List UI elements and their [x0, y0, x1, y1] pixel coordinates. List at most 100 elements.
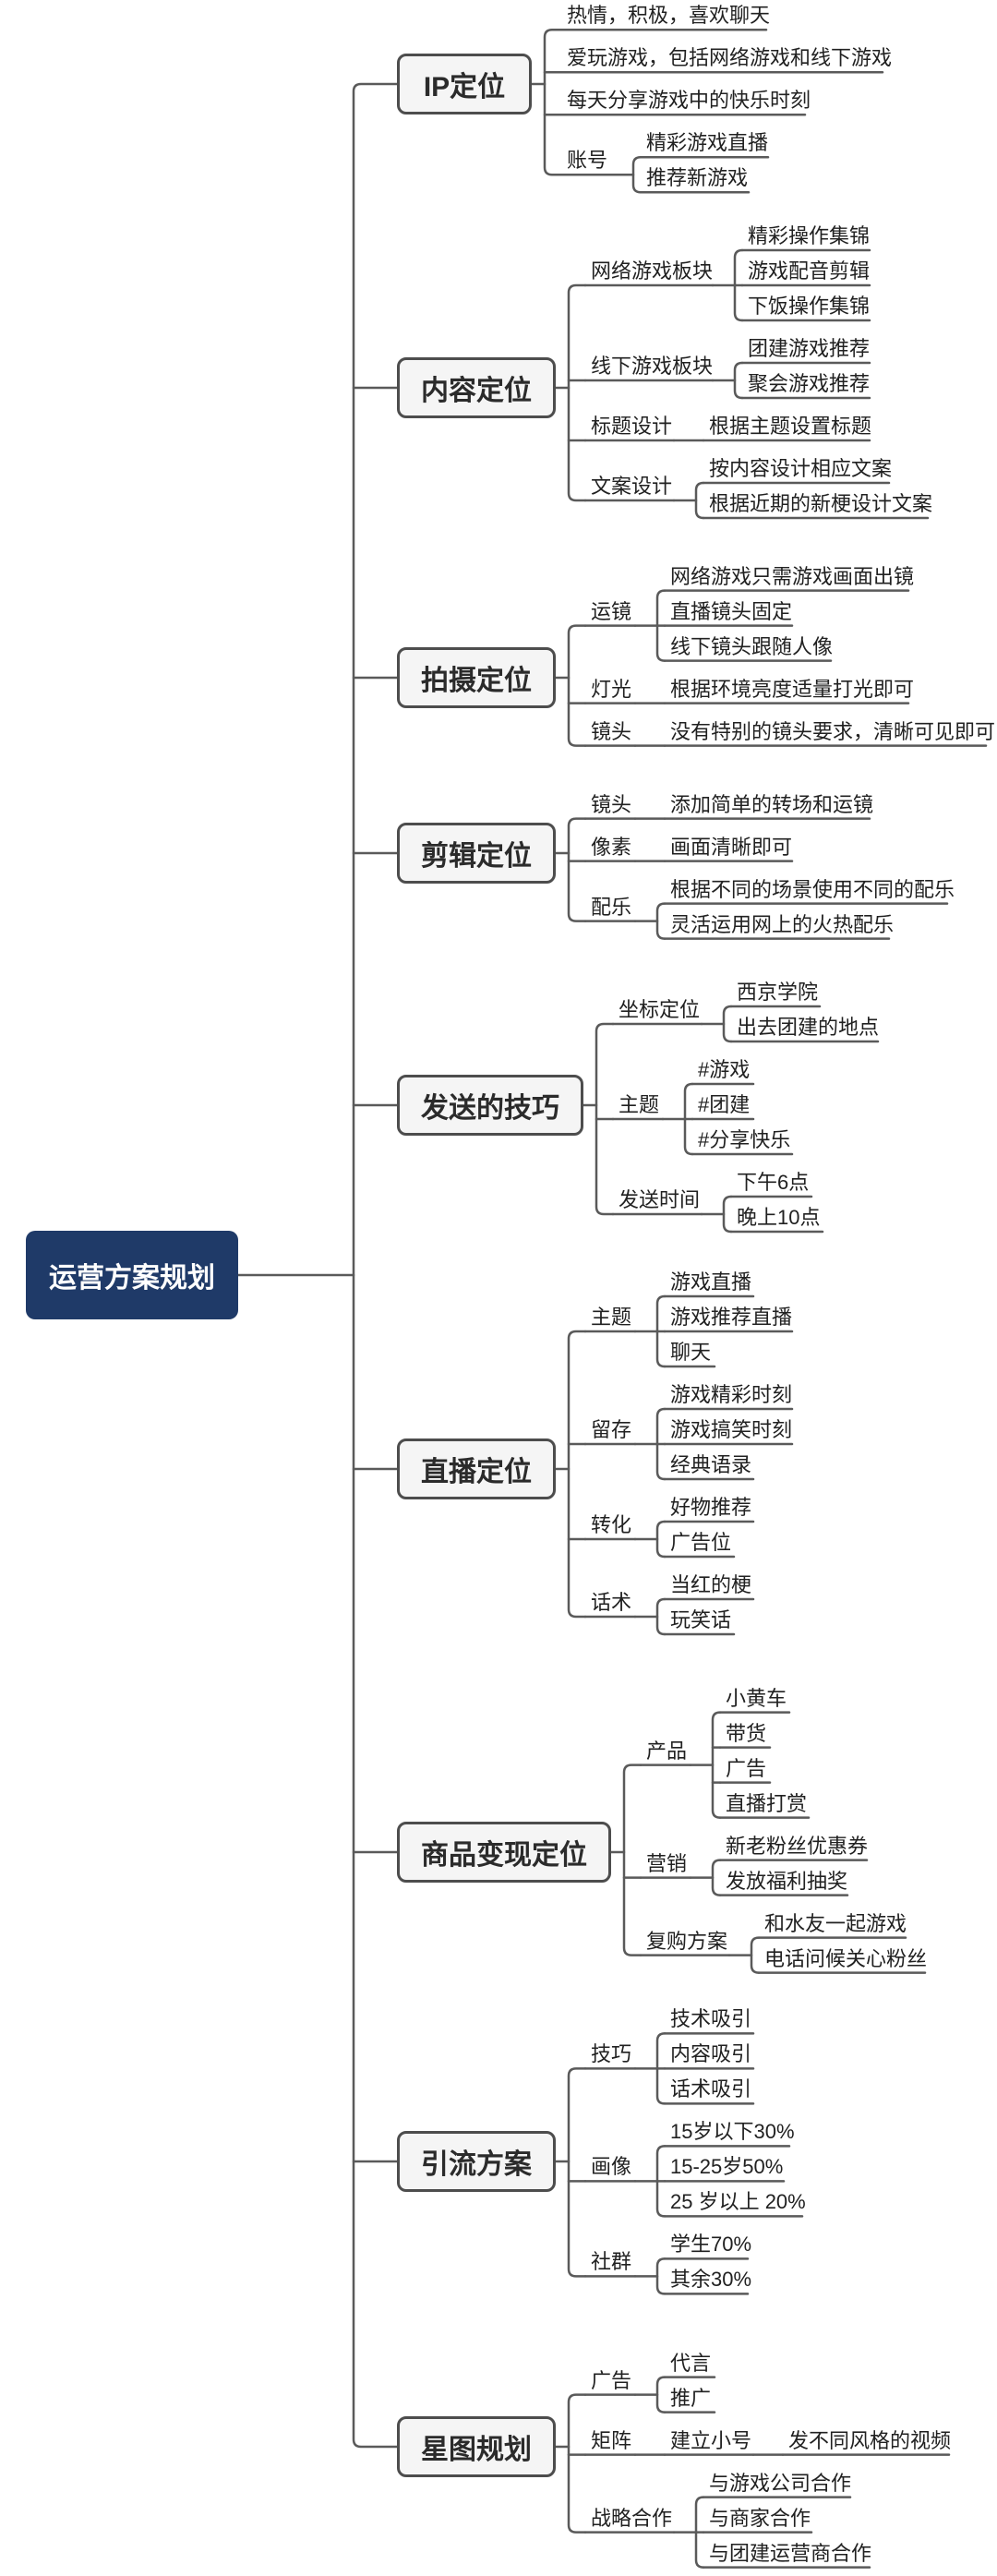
topic-leaf[interactable]: 学生70%	[670, 2233, 752, 2257]
topic-leaf[interactable]: #分享快乐	[698, 1128, 791, 1151]
topic-leaf[interactable]: 出去团建的地点	[737, 1016, 880, 1039]
topic-label[interactable]: 坐标定位	[619, 998, 701, 1021]
topic-leaf[interactable]: 团建游戏推荐	[748, 337, 871, 360]
topic-label[interactable]: 产品	[646, 1739, 688, 1763]
topic-leaf[interactable]: 游戏配音剪辑	[748, 259, 871, 283]
topic-leaf[interactable]: 聚会游戏推荐	[748, 372, 871, 395]
topic-leaf[interactable]: 玩笑话	[670, 1608, 732, 1631]
topic-leaf[interactable]: 精彩操作集锦	[748, 224, 871, 247]
topic-label[interactable]: 像素	[591, 835, 632, 859]
topic-leaf[interactable]: 灵活运用网上的火热配乐	[670, 912, 895, 936]
branch-topic-9[interactable]: 星图规划	[397, 2416, 556, 2477]
branch-topic-3[interactable]: 拍摄定位	[397, 647, 556, 708]
topic-label[interactable]: 标题设计	[591, 415, 673, 438]
topic-leaf[interactable]: 画面清晰即可	[670, 835, 793, 859]
topic-label[interactable]: 网络游戏板块	[591, 259, 714, 283]
topic-leaf[interactable]: 和水友一起游戏	[764, 1911, 907, 1935]
topic-leaf[interactable]: 添加简单的转场和运镜	[670, 792, 874, 816]
topic-label[interactable]: 建立小号	[670, 2428, 752, 2452]
topic-leaf[interactable]: 代言	[670, 2351, 712, 2375]
topic-label[interactable]: 主题	[619, 1093, 660, 1116]
topic-label[interactable]: 账号	[567, 149, 608, 173]
topic-leaf[interactable]: 每天分享游戏中的快乐时刻	[567, 89, 811, 113]
topic-leaf[interactable]: 西京学院	[737, 981, 819, 1004]
topic-leaf[interactable]: #团建	[698, 1093, 751, 1116]
topic-leaf[interactable]: #游戏	[698, 1058, 751, 1081]
topic-leaf[interactable]: 25 岁以上 20%	[670, 2190, 806, 2214]
topic-leaf[interactable]: 经典语录	[670, 1453, 752, 1476]
topic-leaf[interactable]: 热情，积极，喜欢聊天	[567, 4, 771, 28]
topic-leaf[interactable]: 与团建运营商合作	[709, 2541, 872, 2565]
topic-leaf[interactable]: 聊天	[670, 1341, 712, 1364]
topic-leaf[interactable]: 直播打赏	[726, 1791, 808, 1815]
topic-label[interactable]: 广告	[591, 2368, 632, 2392]
topic-label[interactable]: 技巧	[591, 2042, 632, 2066]
branch-topic-4[interactable]: 剪辑定位	[397, 823, 556, 884]
topic-leaf[interactable]: 内容吸引	[670, 2042, 752, 2066]
topic-label[interactable]: 配乐	[591, 895, 632, 919]
topic-label[interactable]: 转化	[591, 1513, 632, 1536]
topic-leaf[interactable]: 与商家合作	[709, 2506, 811, 2530]
topic-leaf[interactable]: 根据不同的场景使用不同的配乐	[670, 877, 955, 901]
topic-label[interactable]: 灯光	[591, 677, 632, 701]
topic-label[interactable]: 矩阵	[591, 2428, 632, 2452]
topic-leaf[interactable]: 电话问候关心粉丝	[764, 1946, 928, 1970]
topic-leaf[interactable]: 推荐新游戏	[646, 166, 749, 190]
topic-label[interactable]: 主题	[591, 1306, 632, 1329]
topic-leaf[interactable]: 推广	[670, 2386, 712, 2410]
topic-label[interactable]: 运镜	[591, 599, 632, 623]
topic-leaf[interactable]: 线下镜头跟随人像	[670, 634, 834, 658]
topic-leaf[interactable]: 15岁以下30%	[670, 2120, 795, 2144]
topic-leaf[interactable]: 游戏精彩时刻	[670, 1383, 793, 1406]
branch-topic-5[interactable]: 发送的技巧	[397, 1075, 583, 1136]
topic-leaf[interactable]: 小黄车	[726, 1686, 787, 1710]
topic-leaf[interactable]: 根据环境亮度适量打光即可	[670, 677, 915, 701]
topic-label[interactable]: 留存	[591, 1418, 632, 1441]
branch-topic-2[interactable]: 内容定位	[397, 357, 556, 418]
topic-leaf[interactable]: 下午6点	[737, 1171, 810, 1194]
topic-label[interactable]: 战略合作	[591, 2506, 673, 2530]
topic-leaf[interactable]: 游戏搞笑时刻	[670, 1418, 793, 1441]
topic-leaf[interactable]: 按内容设计相应文案	[709, 457, 893, 480]
topic-leaf[interactable]: 精彩游戏直播	[646, 131, 769, 155]
root-topic[interactable]: 运营方案规划	[26, 1231, 238, 1319]
topic-label[interactable]: 复购方案	[646, 1929, 728, 1953]
topic-leaf[interactable]: 当红的梗	[670, 1573, 752, 1596]
topic-leaf[interactable]: 下饭操作集锦	[748, 295, 871, 318]
topic-label[interactable]: 营销	[646, 1851, 688, 1875]
topic-leaf[interactable]: 广告	[726, 1756, 767, 1780]
topic-leaf[interactable]: 发放福利抽奖	[726, 1869, 848, 1893]
topic-leaf[interactable]: 游戏推荐直播	[670, 1306, 793, 1329]
topic-leaf[interactable]: 爱玩游戏，包括网络游戏和线下游戏	[567, 46, 893, 70]
topic-label[interactable]: 发送时间	[619, 1188, 701, 1211]
topic-leaf[interactable]: 直播镜头固定	[670, 599, 793, 623]
topic-leaf[interactable]: 广告位	[670, 1531, 732, 1554]
topic-leaf[interactable]: 技术吸引	[670, 2007, 752, 2031]
branch-topic-8[interactable]: 引流方案	[397, 2131, 556, 2192]
branch-topic-7[interactable]: 商品变现定位	[397, 1822, 611, 1883]
topic-leaf[interactable]: 没有特别的镜头要求，清晰可见即可	[670, 719, 996, 743]
topic-leaf[interactable]: 晚上10点	[737, 1206, 821, 1229]
topic-label[interactable]: 镜头	[591, 719, 632, 743]
topic-leaf[interactable]: 根据近期的新梗设计文案	[709, 492, 933, 515]
topic-label[interactable]: 话术	[591, 1591, 632, 1614]
branch-topic-1[interactable]: IP定位	[397, 54, 532, 114]
topic-label[interactable]: 线下游戏板块	[591, 355, 714, 378]
topic-label[interactable]: 镜头	[591, 792, 632, 816]
topic-leaf[interactable]: 根据主题设置标题	[709, 415, 872, 438]
branch-topic-6[interactable]: 直播定位	[397, 1438, 556, 1499]
topic-leaf[interactable]: 其余30%	[670, 2268, 752, 2292]
topic-leaf[interactable]: 游戏直播	[670, 1270, 752, 1294]
topic-label[interactable]: 文案设计	[591, 475, 673, 498]
topic-leaf[interactable]: 话术吸引	[670, 2077, 752, 2101]
topic-leaf[interactable]: 带货	[726, 1721, 767, 1745]
topic-leaf[interactable]: 与游戏公司合作	[709, 2471, 852, 2495]
topic-leaf[interactable]: 新老粉丝优惠券	[726, 1834, 869, 1858]
topic-label[interactable]: 画像	[591, 2155, 632, 2179]
topic-leaf[interactable]: 发不同风格的视频	[788, 2428, 952, 2452]
topic-leaf[interactable]: 15-25岁50%	[670, 2155, 784, 2179]
topic-label[interactable]: 社群	[591, 2250, 632, 2274]
topic-leaf[interactable]: 好物推荐	[670, 1496, 752, 1519]
topic-leaf[interactable]: 网络游戏只需游戏画面出镜	[670, 564, 915, 588]
